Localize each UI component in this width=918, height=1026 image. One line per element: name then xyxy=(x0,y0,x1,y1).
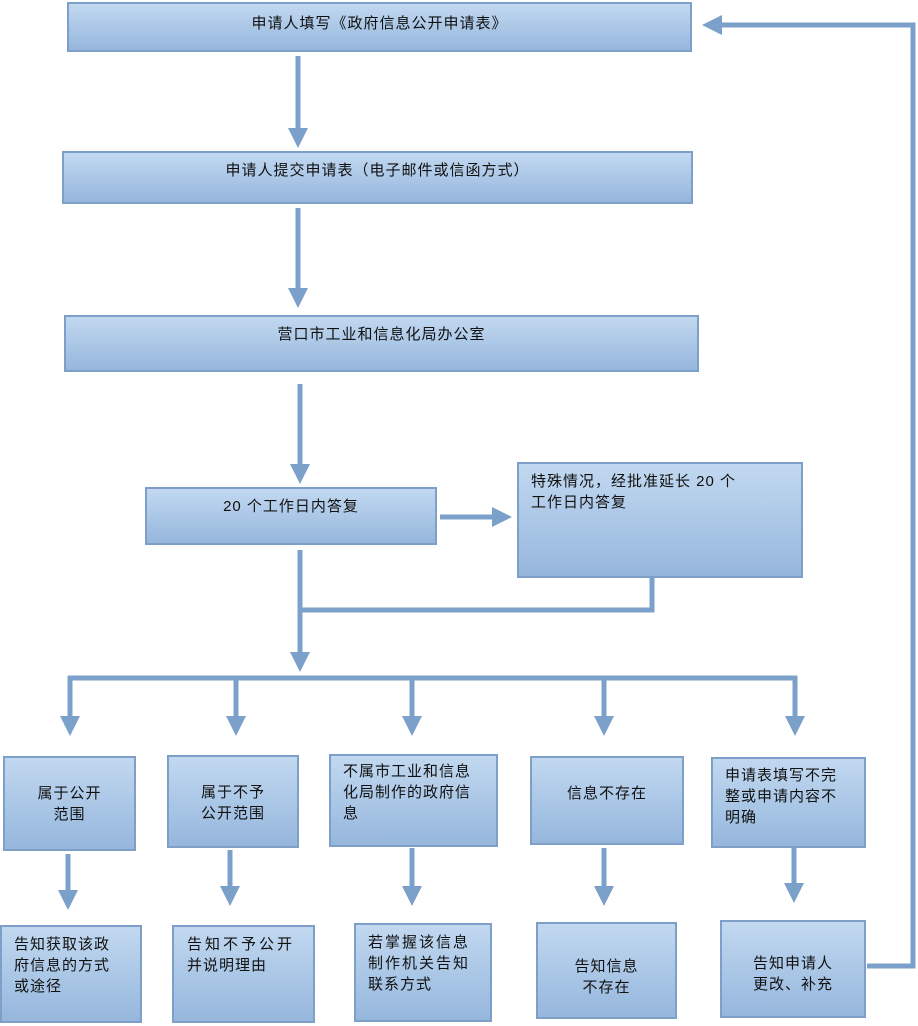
condition-not-produced-by-bureau: 不属市工业和信息 化局制作的政府信 息 xyxy=(329,754,498,847)
result-label: 不存在 xyxy=(582,979,631,996)
condition-label: 化局制作的政府信 xyxy=(343,784,472,801)
condition-public-scope: 属于公开 范围 xyxy=(3,756,136,851)
condition-label: 整或申请内容不 xyxy=(725,788,838,805)
result-access-method: 告知获取该政 府信息的方式 或途径 xyxy=(0,925,142,1023)
step-label: 营口市工业和信息化局办公室 xyxy=(277,326,486,343)
condition-label: 息 xyxy=(343,805,360,822)
result-refuse-with-reason: 告知不予公开 并说明理由 xyxy=(172,925,315,1023)
step-extension: 特殊情况，经批准延长 20 个 工作日内答复 xyxy=(517,462,803,578)
result-label: 更改、补充 xyxy=(752,976,833,993)
step-label: 申请人提交申请表（电子邮件或信函方式） xyxy=(225,162,530,179)
step-label: 特殊情况，经批准延长 20 个 xyxy=(531,473,737,490)
step-reply-20-days: 20 个工作日内答复 xyxy=(145,487,437,545)
result-label: 联系方式 xyxy=(368,976,433,993)
condition-info-not-exist: 信息不存在 xyxy=(530,756,684,845)
condition-label: 属于公开 xyxy=(37,785,102,802)
step-office: 营口市工业和信息化局办公室 xyxy=(64,315,699,372)
result-label: 若掌握该信息 xyxy=(368,934,471,951)
step-label: 工作日内答复 xyxy=(531,494,628,511)
result-label: 告知获取该政 xyxy=(14,936,111,953)
condition-not-public-scope: 属于不予 公开范围 xyxy=(167,755,299,848)
condition-incomplete-form: 申请表填写不完 整或申请内容不 明确 xyxy=(711,757,866,848)
condition-label: 申请表填写不完 xyxy=(725,767,838,784)
result-ask-to-amend: 告知申请人 更改、补充 xyxy=(720,920,866,1018)
feedback-line xyxy=(702,15,916,969)
condition-label: 范围 xyxy=(53,806,86,823)
step-label: 申请人填写《政府信息公开申请表》 xyxy=(251,15,508,32)
step-fill-form: 申请人填写《政府信息公开申请表》 xyxy=(67,2,692,52)
result-label: 制作机关告知 xyxy=(368,955,471,972)
result-label: 并说明理由 xyxy=(187,957,268,974)
condition-label: 信息不存在 xyxy=(566,785,647,802)
condition-label: 属于不予 xyxy=(200,784,265,801)
condition-label: 公开范围 xyxy=(200,805,265,822)
result-label: 告知信息 xyxy=(574,958,639,975)
result-label: 或途径 xyxy=(14,978,63,995)
condition-label: 不属市工业和信息 xyxy=(343,763,472,780)
step-submit-form: 申请人提交申请表（电子邮件或信函方式） xyxy=(62,151,693,204)
result-inform-producing-agency: 若掌握该信息 制作机关告知 联系方式 xyxy=(354,923,492,1022)
condition-label: 明确 xyxy=(725,809,758,826)
extension-return-line xyxy=(300,577,655,613)
result-label: 告知申请人 xyxy=(752,955,833,972)
result-label: 告知不予公开 xyxy=(187,936,296,953)
result-info-not-exist: 告知信息 不存在 xyxy=(536,922,677,1019)
step-label: 20 个工作日内答复 xyxy=(223,498,359,515)
result-label: 府信息的方式 xyxy=(14,957,111,974)
